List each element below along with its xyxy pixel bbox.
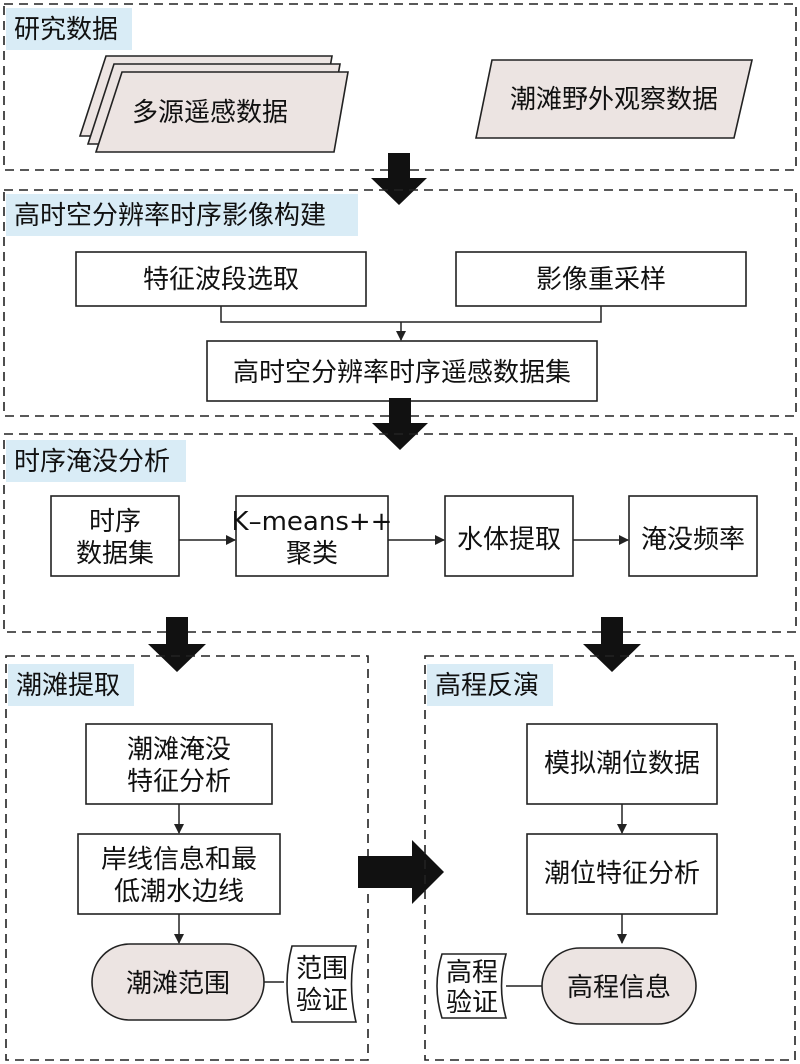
section-elevation-inversion: 高程反演 模拟潮位数据 潮位特征分析 高程 验证 高程信息 <box>424 655 796 1061</box>
svg-text:潮位特征分析: 潮位特征分析 <box>544 859 700 889</box>
elevation-info-node: 高程信息 <box>541 947 697 1025</box>
svg-text:高程信息: 高程信息 <box>567 973 671 1003</box>
section-title: 高时空分辨率时序影像构建 <box>14 201 326 231</box>
svg-text:潮滩淹没: 潮滩淹没 <box>127 735 231 765</box>
field-observation-node: 潮滩野外观察数据 <box>475 59 754 139</box>
svg-text:特征分析: 特征分析 <box>127 767 231 797</box>
big-arrow-down <box>148 617 206 672</box>
big-arrow-down <box>583 617 641 672</box>
section-research-data: 研究数据 多源遥感数据 潮滩野外观察数据 <box>3 3 797 171</box>
svg-text:验证: 验证 <box>296 986 348 1016</box>
svg-text:K–means++: K–means++ <box>232 507 393 537</box>
section-title-bg <box>6 194 358 236</box>
svg-text:范围: 范围 <box>296 954 348 984</box>
big-arrow-down <box>371 153 427 205</box>
multi-source-rs-node: 多源遥感数据 <box>78 55 349 153</box>
section-title: 时序淹没分析 <box>14 447 170 477</box>
section-title-bg <box>427 664 553 706</box>
svg-text:高程: 高程 <box>446 958 498 988</box>
svg-text:多源遥感数据: 多源遥感数据 <box>132 98 288 128</box>
svg-text:特征波段选取: 特征波段选取 <box>143 265 299 295</box>
section-title-bg <box>6 8 132 50</box>
water-extraction-node: 水体提取 <box>444 495 574 577</box>
svg-text:岸线信息和最: 岸线信息和最 <box>101 845 257 875</box>
svg-text:时序: 时序 <box>89 507 141 537</box>
svg-text:聚类: 聚类 <box>286 539 338 569</box>
section-title: 潮滩提取 <box>16 671 120 701</box>
tidalflat-feature-node: 潮滩淹没 特征分析 <box>85 723 273 805</box>
elevation-verify-node: 高程 验证 <box>436 953 508 1019</box>
tidalflat-range-node: 潮滩范围 <box>91 943 265 1021</box>
svg-text:数据集: 数据集 <box>76 539 154 569</box>
svg-text:淹没频率: 淹没频率 <box>641 525 745 555</box>
section-title-bg <box>6 440 186 482</box>
kmeans-node: K–means++ 聚类 <box>232 495 393 577</box>
tide-feature-node: 潮位特征分析 <box>526 833 718 915</box>
svg-text:影像重采样: 影像重采样 <box>536 265 666 295</box>
hr-dataset-node: 高时空分辨率时序遥感数据集 <box>206 340 598 402</box>
section-tidalflat-extraction: 潮滩提取 潮滩淹没 特征分析 岸线信息和最 低潮水边线 潮滩范围 范围 验证 <box>5 655 369 1061</box>
shoreline-node: 岸线信息和最 低潮水边线 <box>77 833 281 915</box>
svg-text:模拟潮位数据: 模拟潮位数据 <box>544 749 700 779</box>
merge-connector <box>220 306 602 323</box>
resampling-node: 影像重采样 <box>455 251 747 307</box>
svg-text:潮滩范围: 潮滩范围 <box>126 969 230 999</box>
inundation-frequency-node: 淹没频率 <box>628 495 758 577</box>
section-inundation-analysis: 时序淹没分析 时序 数据集 K–means++ 聚类 水体提取 淹没频率 <box>3 433 797 633</box>
band-selection-node: 特征波段选取 <box>75 251 367 307</box>
section-title: 研究数据 <box>14 15 118 45</box>
svg-text:验证: 验证 <box>446 988 498 1018</box>
ts-dataset-node: 时序 数据集 <box>50 495 180 577</box>
svg-text:潮滩野外观察数据: 潮滩野外观察数据 <box>510 85 718 115</box>
simulated-tide-node: 模拟潮位数据 <box>526 723 718 805</box>
section-title: 高程反演 <box>435 671 539 701</box>
big-arrow-right <box>358 840 444 904</box>
svg-text:水体提取: 水体提取 <box>457 525 561 555</box>
range-verify-node: 范围 验证 <box>286 945 358 1023</box>
section-timeseries-build: 高时空分辨率时序影像构建 特征波段选取 影像重采样 高时空分辨率时序遥感数据集 <box>3 189 797 417</box>
section-title-bg <box>8 664 134 706</box>
svg-text:高时空分辨率时序遥感数据集: 高时空分辨率时序遥感数据集 <box>233 358 571 388</box>
big-arrow-down <box>372 398 428 450</box>
svg-text:低潮水边线: 低潮水边线 <box>114 877 244 907</box>
